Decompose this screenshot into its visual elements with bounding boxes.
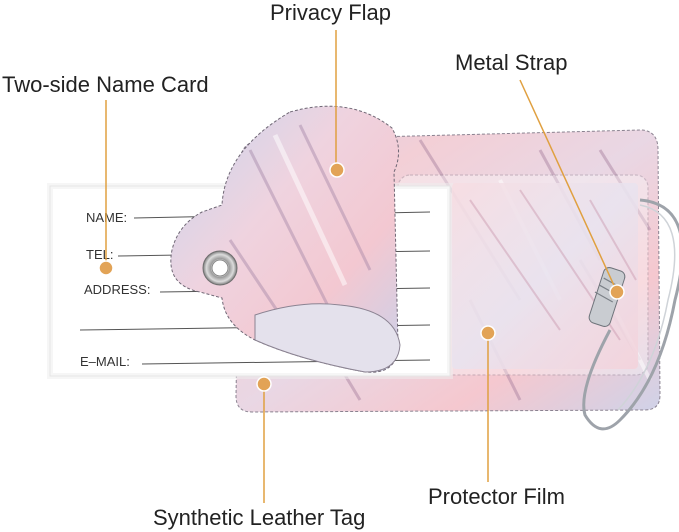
name-card-marker xyxy=(98,260,114,276)
callout-lines xyxy=(105,30,618,503)
email-field-label: E–MAIL: xyxy=(80,354,130,369)
name-card-label: Two-side Name Card xyxy=(2,72,209,97)
protector-film-label: Protector Film xyxy=(428,484,565,509)
metal-strap-marker xyxy=(609,284,625,300)
leather-tag-marker xyxy=(256,376,272,392)
metal-strap-label: Metal Strap xyxy=(455,50,568,75)
privacy-flap-label: Privacy Flap xyxy=(270,0,392,25)
address-field-label: ADDRESS: xyxy=(84,282,150,297)
eyelet-grommet xyxy=(202,250,238,286)
metal-strap xyxy=(582,198,679,431)
callout-markers xyxy=(98,162,625,392)
leather-tag-label: Synthetic Leather Tag xyxy=(153,505,366,530)
tel-field-label: TEL: xyxy=(86,247,113,262)
protector-film-marker xyxy=(480,325,496,341)
privacy-flap-marker xyxy=(329,162,345,178)
